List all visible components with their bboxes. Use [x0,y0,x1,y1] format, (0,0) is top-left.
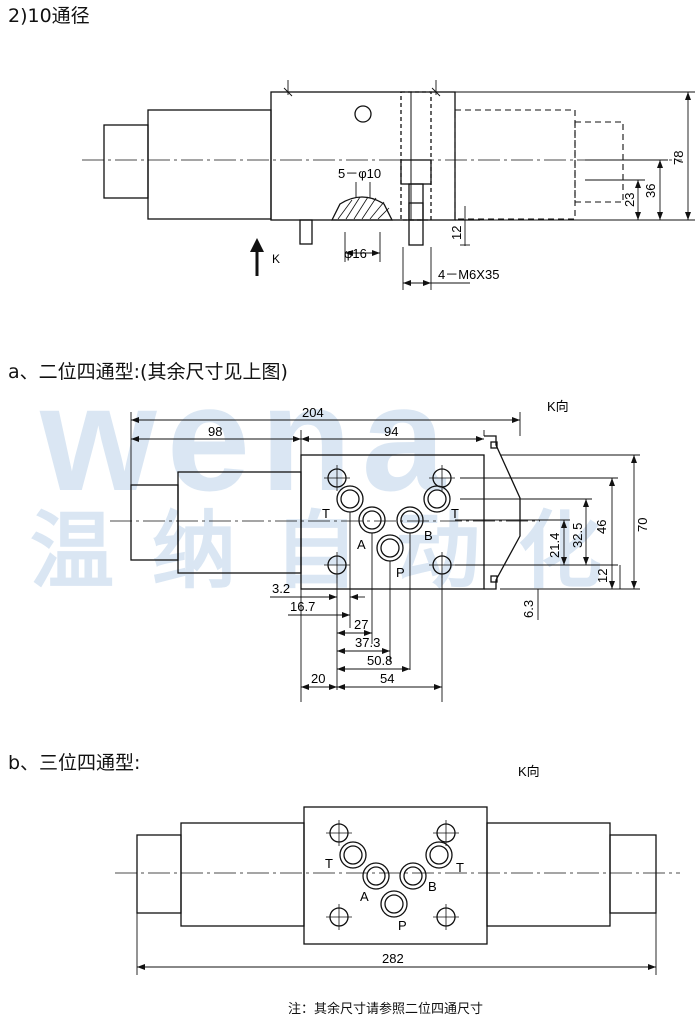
label-k: K [272,252,280,266]
top-hole [354,105,372,123]
valve-body [270,91,456,221]
port-t-left-3: T [325,856,333,871]
dim-46: 46 [594,520,609,534]
k-view-label-a: K向 [547,399,569,414]
label-holes: 5－φ10 [338,166,381,181]
k-view-label-b: K向 [518,764,540,779]
dim-282: 282 [382,951,404,966]
port-t-left: T [322,506,330,521]
footnote: 注：其余尺寸请参照二位四通尺寸 [288,1002,484,1017]
dim-12-b: 12 [595,569,610,583]
port-b: B [424,528,433,543]
port-t-right-3: T [456,860,464,875]
dim-3-2: 3.2 [272,581,290,596]
dim-23: 23 [622,193,637,207]
label-thread: 4－M6X35 [438,267,499,282]
dim-78: 78 [671,151,686,165]
dim-16-7: 16.7 [290,599,315,614]
locating-pin [299,219,313,245]
port-p: P [396,565,405,580]
port-a-3: A [360,889,369,904]
dim-70: 70 [635,518,650,532]
section2-drawing: K向 T T A B P [110,399,650,702]
dim-94: 94 [384,424,398,439]
port-t-right: T [451,506,459,521]
dim-12: 12 [449,226,464,240]
solenoid-cap [103,124,149,199]
dim-204: 204 [302,405,324,420]
dim-27: 27 [354,617,368,632]
bolt-right [408,202,424,246]
section1-title: 2)10通径 [8,5,90,27]
port-b-3: B [428,879,437,894]
solenoid-coil [147,109,272,220]
dim-32-5: 32.5 [570,523,585,548]
dim-37-3: 37.3 [355,635,380,650]
section3-title: b、三位四通型: [8,752,141,774]
section2-title: a、二位四通型:(其余尺寸见上图) [8,361,288,383]
dim-50-8: 50.8 [367,653,392,668]
port-p-3: P [398,918,407,933]
bolt-channel [400,91,432,221]
dim-6-3: 6.3 [521,600,536,618]
section1-drawing: 5－φ10 φ16 K 4－M6X35 78 36 23 12 [82,80,695,290]
port-a: A [357,537,366,552]
dim-98: 98 [208,424,222,439]
section3-drawing: K向 T T A B P 282 [115,764,680,975]
dim-54: 54 [380,671,394,686]
port-bore [330,196,394,221]
label-phi16: φ16 [344,246,367,261]
dim-20: 20 [311,671,325,686]
valve-body-2pos [300,454,485,590]
dim-36: 36 [643,184,658,198]
dim-21-4: 21.4 [547,533,562,558]
